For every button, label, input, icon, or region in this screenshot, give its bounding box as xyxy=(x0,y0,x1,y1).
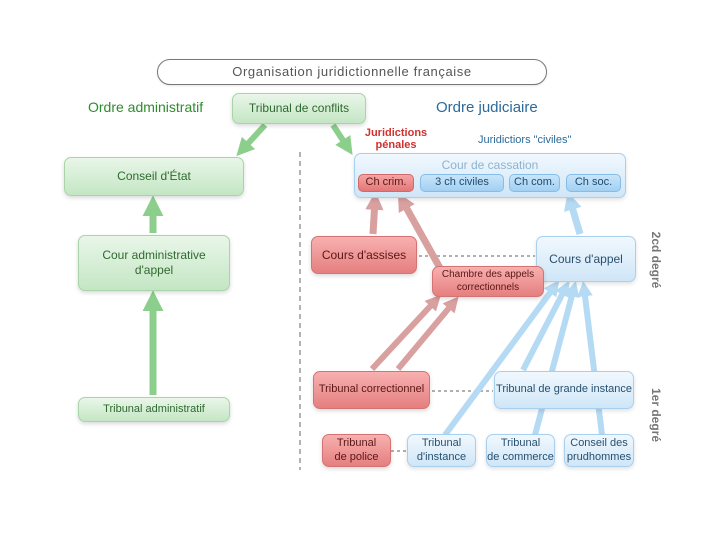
ch-soc-label: Ch soc. xyxy=(574,176,613,189)
ch-crim-label: Ch crim. xyxy=(365,176,407,189)
arrow-assises-to-chcrim xyxy=(365,191,384,235)
degree-first-label: 1er degré xyxy=(649,387,663,443)
header-ordre-administratif: Ordre administratif xyxy=(88,99,204,115)
arrow-conflits-to-conseil xyxy=(236,122,268,157)
tribunal-grande-instance-label: Tribunal de grande instance xyxy=(496,383,632,396)
tribunal-police-line1: Tribunal xyxy=(336,436,377,449)
ch-soc-box: Ch soc. xyxy=(566,174,621,192)
ch-civiles-label: 3 ch civiles xyxy=(435,176,489,189)
header-juridictions-civiles: Juridictiors "civiles" xyxy=(478,134,572,146)
tribunal-police-box: Tribunal de police xyxy=(322,434,391,467)
tribunal-correctionnel-label: Tribunal correctionnel xyxy=(318,383,425,396)
ch-crim-box: Ch crim. xyxy=(358,174,414,192)
tribunal-conflits-box: Tribunal de conflits xyxy=(232,93,366,124)
header-penales-line2: pénales xyxy=(375,139,417,152)
ch-civiles-box: 3 ch civiles xyxy=(420,174,504,192)
chambre-appels-line1: Chambre des appels xyxy=(441,269,535,280)
page-title-text: Organisation juridictionnelle française xyxy=(232,63,472,79)
conseil-prudhommes-line2: prudhommes xyxy=(566,450,632,463)
arrow-commerce-to-appel xyxy=(532,281,580,436)
conseil-prudhommes-line1: Conseil des xyxy=(570,436,628,449)
tribunal-commerce-line1: Tribunal xyxy=(500,436,541,449)
cours-assises-label: Cours d'assises xyxy=(321,247,407,262)
page-title: Organisation juridictionnelle française xyxy=(157,59,547,85)
ch-com-box: Ch com. xyxy=(509,174,560,192)
tribunal-correctionnel-box: Tribunal correctionnel xyxy=(313,371,430,409)
tribunal-commerce-line2: de commerce xyxy=(487,450,554,463)
tribunal-instance-box: Tribunal d'instance xyxy=(407,434,476,467)
cours-appel-box: Cours d'appel xyxy=(536,236,636,282)
tribunal-commerce-box: Tribunal de commerce xyxy=(486,434,555,467)
conseil-etat-label: Conseil d'État xyxy=(117,169,191,183)
cour-cassation-label: Cour de cassation xyxy=(441,158,539,172)
degree-second-label: 2cd degré xyxy=(649,231,663,289)
header-juridictions-penales: Juridictions pénales xyxy=(358,127,434,151)
conseil-etat-box: Conseil d'État xyxy=(64,157,244,196)
arrow-correctionnel-to-chambre-1 xyxy=(369,294,441,372)
tribunal-police-line2: de police xyxy=(334,450,379,463)
cours-assises-box: Cours d'assises xyxy=(311,236,417,274)
tribunal-administratif-label: Tribunal administratif xyxy=(103,402,205,415)
arrow-appel-to-chsoc xyxy=(564,191,584,235)
chambre-appels-line2: correctionnels xyxy=(456,281,520,293)
arrow-prudhommes-to-appel xyxy=(577,280,605,436)
conseil-prudhommes-box: Conseil des prudhommes xyxy=(564,434,634,467)
cour-admin-appel-line2: d'appel xyxy=(134,263,174,277)
arrow-chambre-to-chcrim xyxy=(397,192,444,270)
chambre-appels-correctionnels-box: Chambre des appels correctionnels xyxy=(432,266,544,297)
tribunal-conflits-label: Tribunal de conflits xyxy=(248,101,350,115)
cour-admin-appel-line1: Cour administrative xyxy=(102,248,206,262)
tribunal-instance-line2: d'instance xyxy=(416,450,467,463)
tribunal-administratif-box: Tribunal administratif xyxy=(78,397,230,422)
tribunal-grande-instance-box: Tribunal de grande instance xyxy=(494,371,634,409)
arrow-instance-to-appel xyxy=(442,280,560,437)
cours-appel-label: Cours d'appel xyxy=(549,251,623,266)
arrow-correctionnel-to-chambre-2 xyxy=(395,296,459,371)
ch-com-label: Ch com. xyxy=(514,176,555,189)
tribunal-instance-line1: Tribunal xyxy=(421,436,462,449)
arrow-conflits-to-judiciaire xyxy=(330,123,353,156)
arrow-tgi-to-appel xyxy=(520,280,570,372)
header-penales-line1: Juridictions xyxy=(364,127,428,139)
header-ordre-judiciaire: Ordre judiciaire xyxy=(436,99,538,116)
cour-administrative-appel-box: Cour administrative d'appel xyxy=(78,235,230,291)
